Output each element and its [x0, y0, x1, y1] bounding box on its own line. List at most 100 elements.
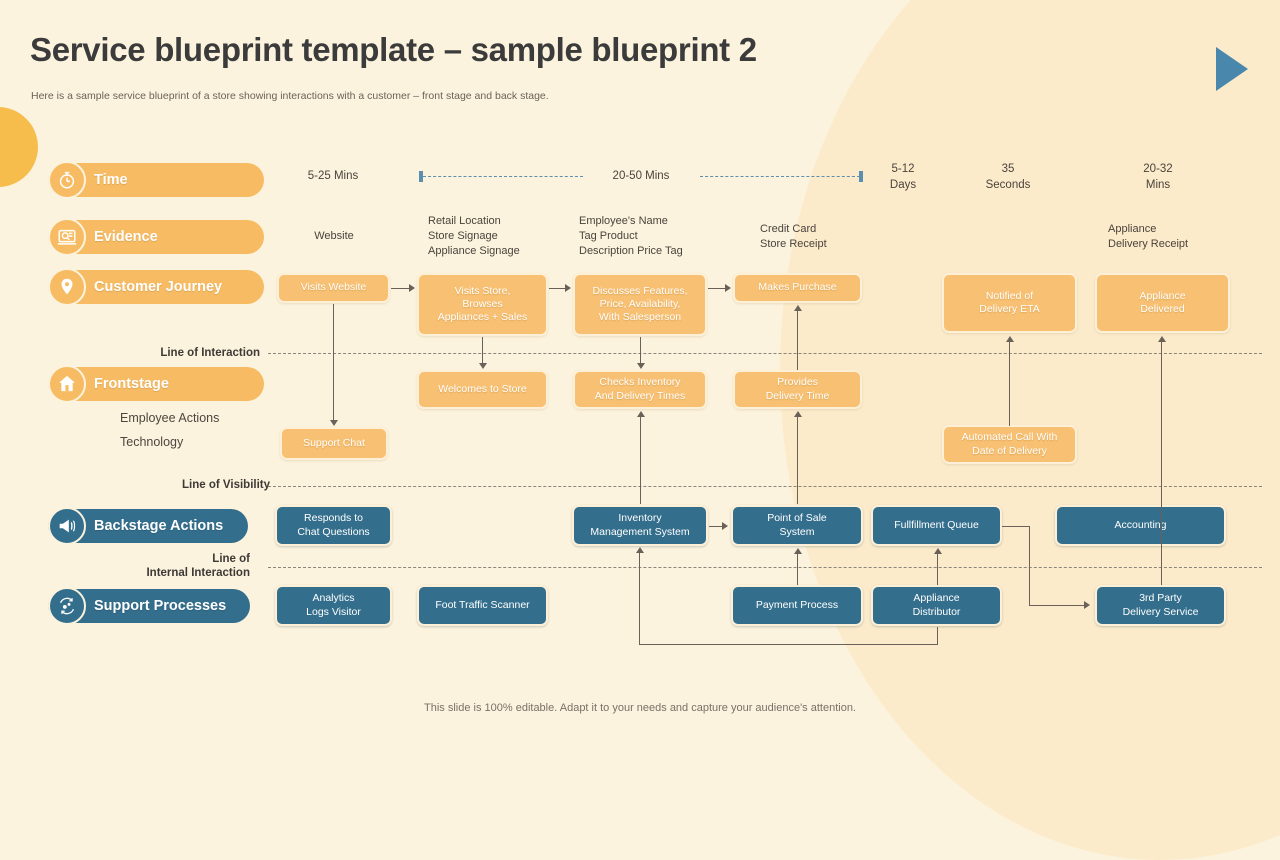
footer-note: This slide is 100% editable. Adapt it to… [424, 702, 856, 714]
rail-sub-employee-actions: Employee Actions [120, 411, 220, 425]
connector-accounting-to-delivered [1161, 341, 1162, 585]
connector-journey-2 [549, 288, 566, 289]
time-cell-2: 20-50 Mins [612, 170, 670, 182]
customer-journey-node-visits-store[interactable]: Visits Store, Browses Appliances + Sales [417, 273, 548, 336]
connector-ims-to-pos [709, 526, 723, 527]
support-node-appliance-distributor[interactable]: Appliance Distributor [871, 585, 1002, 626]
megaphone-icon [48, 507, 86, 545]
backstage-node-fullfillment-queue[interactable]: Fullfillment Queue [871, 505, 1002, 546]
arrow-fullfillment-to-3rd-party [1084, 601, 1090, 609]
rail-pill-label: Backstage Actions [94, 518, 224, 534]
slide-canvas: Service blueprint template – sample blue… [0, 31, 1280, 645]
arrow-journey-3 [725, 284, 731, 292]
document-search-icon [48, 218, 86, 256]
frontstage-node-welcomes-to-store[interactable]: Welcomes to Store [417, 370, 548, 409]
arrow-ims-to-pos [722, 522, 728, 530]
customer-journey-node-discusses-features[interactable]: Discusses Features, Price, Availability,… [573, 273, 707, 336]
frontstage-node-provides-delivery-time[interactable]: Provides Delivery Time [733, 370, 862, 409]
page-subtitle: Here is a sample service blueprint of a … [31, 90, 549, 102]
stopwatch-icon [48, 161, 86, 199]
connector-ims-to-checks [640, 416, 641, 504]
arrow-pos-to-provides [794, 411, 802, 417]
support-node-analytics-logs-visitor[interactable]: Analytics Logs Visitor [275, 585, 392, 626]
rail-pill-frontstage[interactable]: Frontstage [48, 365, 264, 403]
arrow-journey-2 [565, 284, 571, 292]
home-icon [48, 365, 86, 403]
rail-pill-backstage-actions[interactable]: Backstage Actions [48, 507, 248, 545]
evidence-cell-1: Website [314, 230, 354, 242]
connector-distributor-bottom-down [937, 627, 938, 645]
frontstage-node-checks-inventory[interactable]: Checks Inventory And Delivery Times [573, 370, 707, 409]
timeline-dash-right [700, 176, 860, 177]
rail-sub-technology: Technology [120, 435, 184, 449]
support-node-3rd-party-delivery-service[interactable]: 3rd Party Delivery Service [1095, 585, 1226, 626]
connector-distributor-loop-up [639, 552, 640, 645]
customer-journey-node-appliance-delivered[interactable]: Appliance Delivered [1095, 273, 1230, 333]
customer-journey-node-visits-website[interactable]: Visits Website [277, 273, 390, 303]
rail-pill-label: Support Processes [94, 598, 227, 614]
connector-journey-1 [391, 288, 410, 289]
connector-provides-to-purchase [797, 310, 798, 370]
blue-triangle-decoration [1216, 47, 1248, 91]
line-label-interaction: Line of Interaction [160, 347, 260, 359]
arrow-journey-1 [409, 284, 415, 292]
map-pin-icon [48, 268, 86, 306]
gears-cycle-icon [48, 587, 86, 625]
connector-fullfillment-to-3rd-party [1029, 605, 1085, 606]
separator-line-of-interaction [268, 353, 1262, 354]
frontstage-node-support-chat[interactable]: Support Chat [280, 427, 388, 460]
backstage-node-point-of-sale-system[interactable]: Point of Sale System [731, 505, 863, 546]
rail-pill-time[interactable]: Time [48, 161, 264, 199]
backstage-node-inventory-management-system[interactable]: Inventory Management System [572, 505, 708, 546]
connector-discusses-to-checks [640, 337, 641, 364]
backstage-node-responds-to-chat[interactable]: Responds to Chat Questions [275, 505, 392, 546]
evidence-cell-4: Credit Card Store Receipt [760, 223, 827, 251]
rail-pill-support-processes[interactable]: Support Processes [48, 587, 250, 625]
arrow-website-to-support-chat [330, 420, 338, 426]
connector-distributor-bottom-left [639, 644, 938, 645]
rail-pill-label: Customer Journey [94, 279, 223, 295]
timeline-dash-left [423, 176, 583, 177]
rail-pill-label: Time [94, 172, 128, 188]
timeline-bar [0, 171, 1280, 182]
rail-pill-evidence[interactable]: Evidence [48, 218, 264, 256]
separator-line-of-visibility [268, 486, 1262, 487]
evidence-cell-3: Employee's Name Tag Product Description … [579, 215, 683, 258]
rail-pill-label: Frontstage [94, 376, 169, 392]
connector-store-to-welcomes [482, 337, 483, 364]
arrow-store-to-welcomes [479, 363, 487, 369]
arrow-provides-to-purchase [794, 305, 802, 311]
line-label-visibility: Line of Visibility [182, 479, 270, 491]
arrow-automated-call-to-notified [1006, 336, 1014, 342]
arrow-ims-to-checks [637, 411, 645, 417]
connector-payment-to-pos [797, 553, 798, 585]
time-cell-5: 20-32 Mins [1143, 163, 1173, 191]
connector-pos-to-provides [797, 416, 798, 504]
time-cell-3: 5-12 Days [889, 163, 917, 191]
connector-website-to-support-chat [333, 304, 334, 421]
evidence-cell-5: Appliance Delivery Receipt [1108, 223, 1189, 251]
arrow-discusses-to-checks [637, 363, 645, 369]
connector-fullfillment-down [1029, 526, 1030, 606]
arrow-distributor-loop-to-ims [636, 547, 644, 553]
frontstage-node-automated-call[interactable]: Automated Call With Date of Delivery [942, 425, 1077, 464]
support-node-foot-traffic-scanner[interactable]: Foot Traffic Scanner [417, 585, 548, 626]
timeline-cap-left [419, 171, 423, 182]
connector-journey-3 [708, 288, 726, 289]
customer-journey-node-notified-delivery-eta[interactable]: Notified of Delivery ETA [942, 273, 1077, 333]
time-cell-4: 35 Seconds [985, 163, 1031, 191]
backstage-node-accounting[interactable]: Accounting [1055, 505, 1226, 546]
connector-fullfillment-out [1002, 526, 1029, 527]
arrow-accounting-to-delivered [1158, 336, 1166, 342]
arrow-distributor-to-fullfillment [934, 548, 942, 554]
timeline-cap-right [859, 171, 863, 182]
time-cell-1: 5-25 Mins [307, 170, 359, 182]
separator-line-of-internal-interaction [268, 567, 1262, 568]
support-node-payment-process[interactable]: Payment Process [731, 585, 863, 626]
evidence-cell-2: Retail Location Store Signage Appliance … [428, 215, 520, 258]
connector-automated-call-to-notified [1009, 341, 1010, 426]
line-label-internal-interaction: Line of Internal Interaction [146, 553, 250, 580]
rail-pill-customer-journey[interactable]: Customer Journey [48, 268, 264, 306]
rail-pill-label: Evidence [94, 229, 158, 245]
customer-journey-node-makes-purchase[interactable]: Makes Purchase [733, 273, 862, 303]
